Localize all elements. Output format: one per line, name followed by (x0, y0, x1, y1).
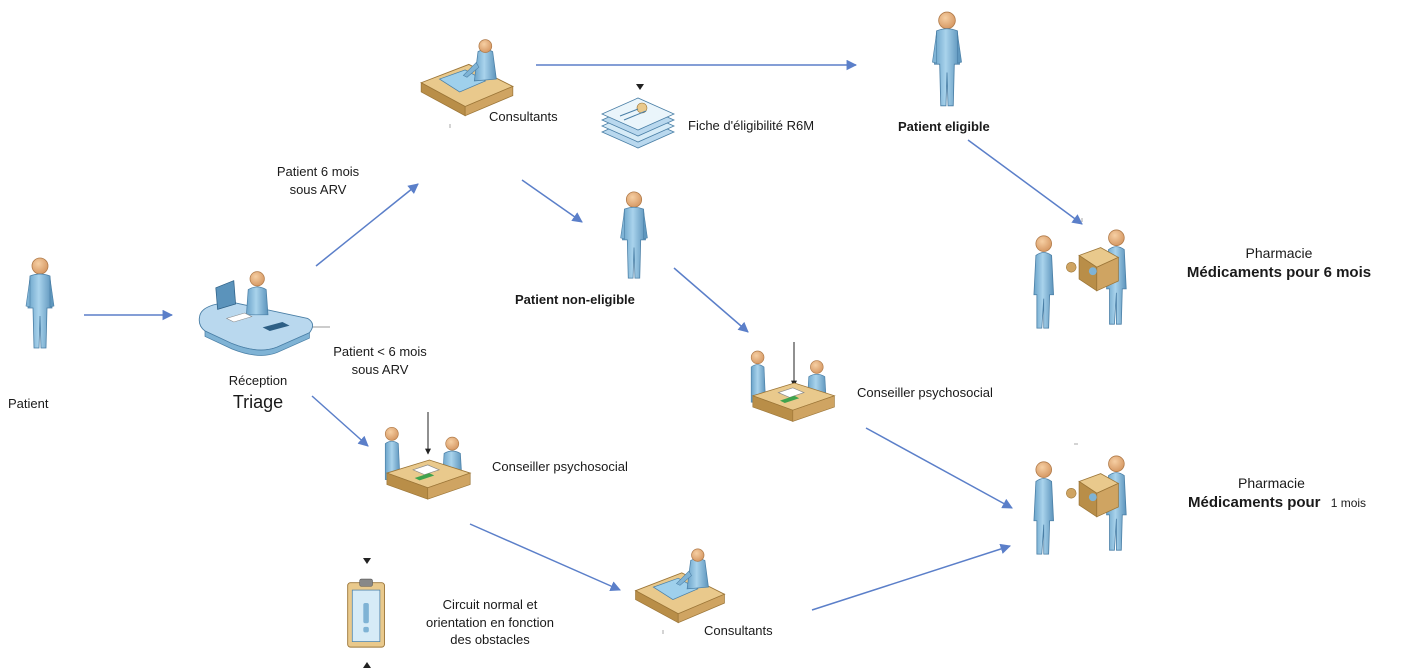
circuit-marker-top-icon (363, 558, 371, 564)
pharmacy-handover-icon-top (1033, 229, 1127, 329)
edge-label-six-months-line2: sous ARV (289, 181, 347, 197)
fiche-marker-icon (636, 84, 644, 90)
arrow-conseiller-to-pharmacie (865, 427, 1013, 509)
patient-label: Patient (8, 396, 49, 411)
pharmacie-6m-label: Pharmacie Médicaments pour 6 mois (1164, 244, 1394, 283)
circuit-line1: Circuit normal et (442, 597, 538, 612)
pharmacie-1m-label: Pharmacie Médicaments pour 1 mois (1188, 474, 1398, 513)
pharmacie-6m-title: Pharmacie (1245, 245, 1313, 261)
arrow-eligible-to-pharmacie (967, 139, 1083, 225)
circuit-marker-bottom-icon (363, 662, 371, 668)
patient-eligible-label: Patient eligible (898, 119, 990, 134)
edge-label-less-six: Patient < 6 mois sous ARV (318, 343, 442, 378)
pharmacie-6m-subtitle: Médicaments pour 6 mois (1186, 263, 1372, 281)
document-stack-icon (601, 97, 675, 149)
pharmacie-1m-subtitle: Médicaments pour (1188, 493, 1321, 511)
reception-line1: Réception (228, 373, 288, 388)
arrow-reception-to-consultants (315, 183, 419, 267)
edge-label-six-months: Patient 6 mois sous ARV (258, 163, 378, 198)
flow-arrows (84, 59, 1083, 611)
arrow-conseiller-to-consultants (469, 523, 621, 591)
clipboard-icon (347, 578, 386, 648)
counselor-desk-icon-right (750, 350, 835, 422)
fiche-label: Fiche d'éligibilité R6M (688, 118, 815, 133)
arrow-consultants-to-non-eligible (521, 179, 583, 223)
edge-label-six-months-line1: Patient 6 mois (276, 164, 360, 179)
arrow-reception-to-conseiller (311, 395, 369, 447)
patient-eligible-icon (931, 11, 963, 107)
edge-label-less-six-line2: sous ARV (351, 361, 409, 377)
pointer-arrows (425, 342, 797, 455)
arrow-consultants-to-pharmacie (811, 543, 1011, 611)
conseiller-right-label: Conseiller psychosocial (857, 385, 993, 400)
edge-label-less-six-line1: Patient < 6 mois (333, 344, 427, 359)
patient-non-eligible-label: Patient non-eligible (515, 292, 635, 307)
patient-icon (25, 257, 55, 349)
tick-marks (449, 124, 1083, 634)
arrow-non-eligible-to-conseiller (673, 267, 749, 333)
pharmacy-handover-icon-bottom (1033, 455, 1127, 555)
consultant-desk-icon-bottom (635, 548, 725, 624)
reception-label: Réception Triage (208, 372, 308, 414)
consultants-top-label: Consultants (489, 109, 558, 124)
consultants-bottom-label: Consultants (704, 623, 773, 638)
consultant-desk-icon-top (420, 39, 514, 117)
pharmacie-1m-suffix: 1 mois (1330, 495, 1367, 510)
circuit-label: Circuit normal et orientation en fonctio… (396, 596, 584, 649)
reception-line2: Triage (232, 391, 284, 412)
reception-desk-icon (198, 271, 314, 356)
circuit-line2: orientation en fonction (426, 614, 554, 630)
circuit-line3: des obstacles (450, 632, 530, 648)
pharmacie-1m-title: Pharmacie (1238, 475, 1305, 491)
conseiller-left-label: Conseiller psychosocial (492, 459, 628, 474)
patient-non-eligible-icon (620, 191, 648, 279)
